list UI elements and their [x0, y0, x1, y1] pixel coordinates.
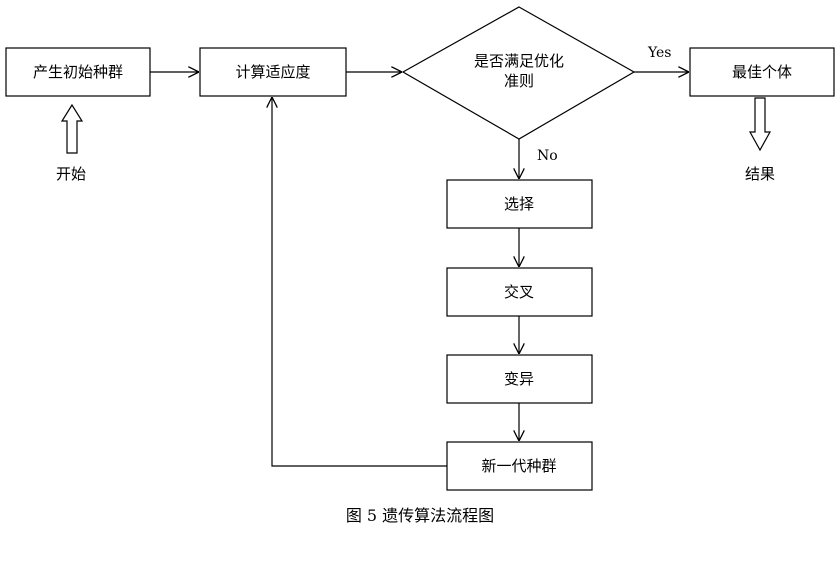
decision-label-line1: 是否满足优化	[474, 52, 564, 70]
mutation-label: 变异	[504, 370, 534, 388]
figure-caption: 图 5 遗传算法流程图	[345, 506, 495, 525]
init-population-box	[5, 47, 151, 97]
best-individual-label: 最佳个体	[732, 63, 792, 81]
result-label: 结果	[745, 165, 775, 183]
best-individual-box	[689, 47, 835, 97]
arrow-loop-back-to-fitness	[272, 97, 447, 467]
new-population-box	[446, 441, 593, 491]
compute-fitness-label: 计算适应度	[235, 63, 310, 81]
start-label: 开始	[56, 165, 86, 183]
start-up-arrow-icon	[60, 103, 84, 154]
result-down-arrow-icon	[748, 97, 772, 152]
yes-label: Yes	[647, 45, 672, 61]
init-population-label: 产生初始种群	[33, 63, 123, 81]
no-label: No	[537, 148, 558, 164]
mutation-box	[446, 354, 593, 404]
decision-label-line2: 准则	[504, 72, 534, 90]
crossover-box	[446, 267, 593, 317]
flowchart: 产生初始种群 计算适应度 是否满足优化 准则 最佳个体 选择 交叉 变异 新一代…	[5, 6, 835, 491]
compute-fitness-box	[199, 47, 347, 97]
crossover-label: 交叉	[504, 283, 534, 301]
selection-label: 选择	[504, 195, 534, 213]
selection-box	[446, 179, 593, 229]
new-population-label: 新一代种群	[481, 457, 556, 475]
